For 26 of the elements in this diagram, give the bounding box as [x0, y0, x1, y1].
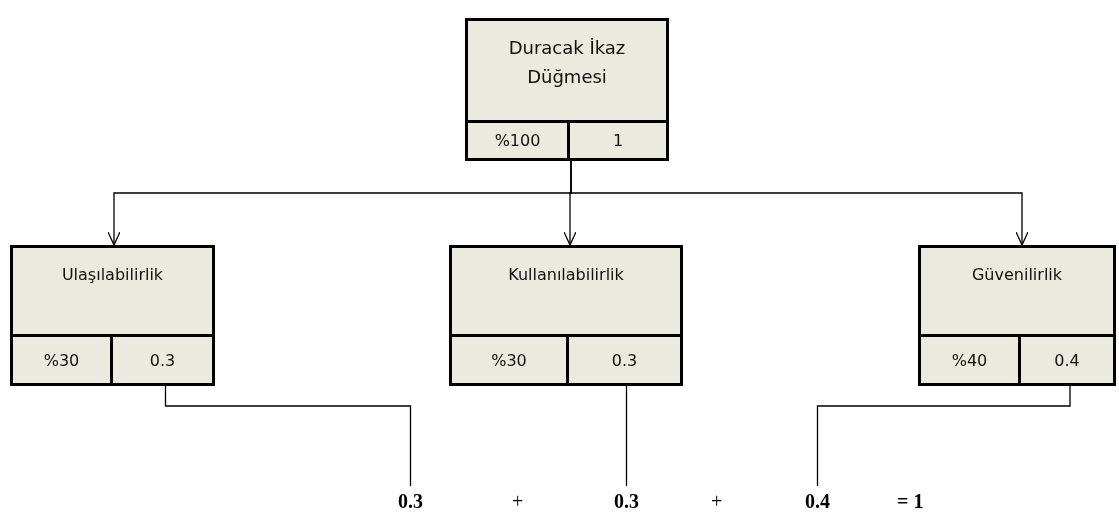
- connector-line: [625, 385, 628, 487]
- criterion-title: Duracak İkaz Düğmesi: [507, 36, 627, 89]
- weight-value: 0.4: [1054, 350, 1080, 370]
- percentage-text: %30: [491, 350, 527, 370]
- connector-line: [816, 385, 1071, 487]
- equation-operator: +: [711, 489, 723, 513]
- criterion-title: Kullanılabilirlik: [507, 264, 625, 286]
- sum-term: 0.4: [805, 489, 830, 513]
- criterion-box: [465, 18, 669, 161]
- connector-line: [164, 385, 412, 487]
- percentage-text: %100: [494, 131, 541, 150]
- criterion-title: Güvenilirlik: [970, 264, 1064, 286]
- criterion-box: [918, 245, 1116, 386]
- equation-operator: +: [512, 489, 524, 513]
- weight-value: 1: [612, 131, 624, 150]
- equation-operator: = 1: [897, 489, 924, 513]
- weight-value: 0.3: [149, 350, 176, 370]
- criterion-box: [449, 245, 683, 386]
- criterion-box: [10, 245, 215, 386]
- weight-value: 0.3: [611, 350, 638, 370]
- percentage-text: %30: [43, 350, 80, 370]
- sum-term: 0.3: [614, 489, 639, 513]
- percentage-text: %40: [951, 350, 988, 370]
- criterion-title: Ulaşılabilirlik: [60, 264, 165, 286]
- sum-term: 0.3: [398, 489, 423, 513]
- arrow: [570, 160, 1029, 246]
